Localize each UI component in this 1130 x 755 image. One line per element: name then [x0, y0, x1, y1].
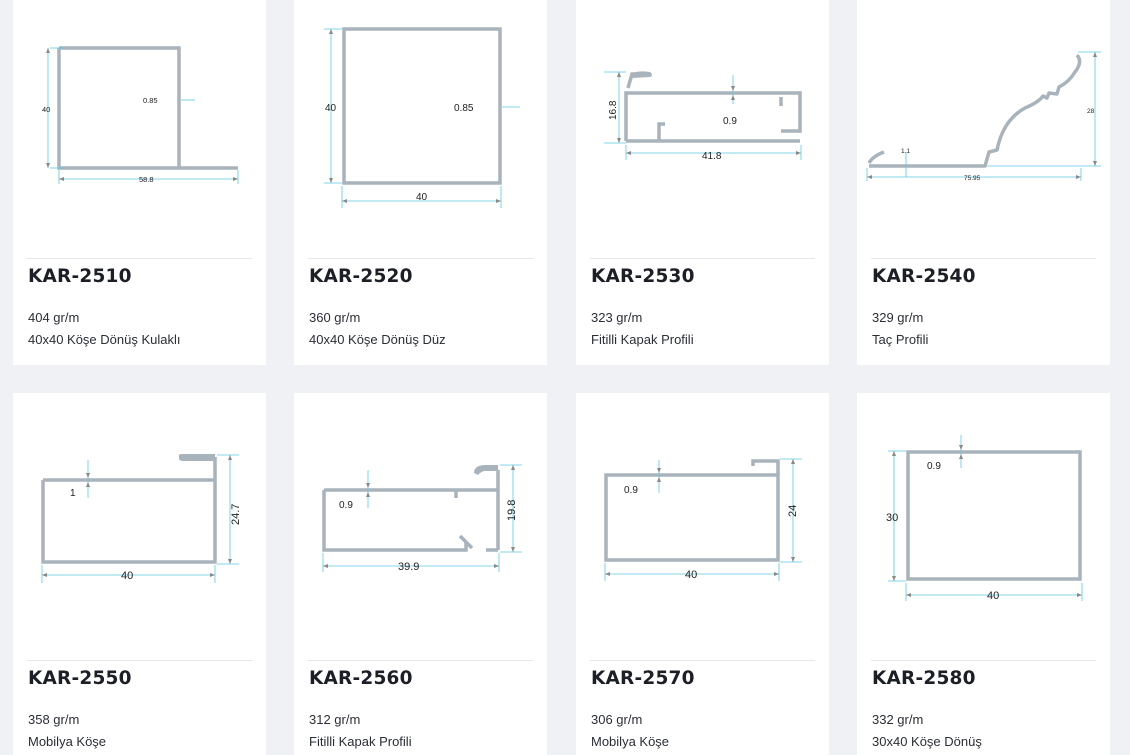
dim-wall: 0.9: [927, 461, 941, 472]
product-code[interactable]: KAR-2570: [591, 668, 695, 689]
product-weight: 332 gr/m: [872, 712, 924, 727]
profile-drawing-kar-2570: 0.9 24 40: [604, 458, 802, 581]
profile-drawing-kar-2550: 1 24.7 40: [41, 454, 242, 583]
product-code[interactable]: KAR-2520: [309, 266, 413, 287]
profile-drawing-kar-2520: 40 0.85 40: [324, 27, 520, 208]
dim-wall: 0.85: [454, 103, 474, 114]
profile-drawing-kar-2510: 40 0.85 58.8: [42, 46, 239, 184]
product-weight: 312 gr/m: [309, 712, 361, 727]
dim-height: 30: [886, 512, 898, 524]
dim-width: 40: [121, 570, 133, 582]
dim-wall: 0.85: [143, 96, 158, 105]
card-divider: [308, 660, 533, 661]
dim-height: 40: [42, 105, 50, 114]
dim-height: 24: [787, 505, 799, 517]
card-divider: [590, 258, 815, 259]
product-card-kar-2510[interactable]: 40 0.85 58.8 KAR-2510 404 gr/m 40x40 Köş…: [13, 0, 266, 365]
dim-width: 58.8: [139, 175, 154, 184]
dim-wall: 1: [70, 488, 76, 499]
product-card-kar-2570[interactable]: 0.9 24 40 KAR-2570 306 gr/m Mobilya Köşe: [576, 393, 829, 755]
product-card-kar-2530[interactable]: 16.8 0.9 41.8 KAR-2530 323 gr/m Fitilli …: [576, 0, 829, 365]
dim-width: 40: [685, 569, 697, 581]
product-description: Taç Profili: [872, 332, 929, 347]
product-code[interactable]: KAR-2540: [872, 266, 976, 287]
profile-drawing-kar-2540: 1.1 28 75.95: [866, 51, 1101, 182]
dim-width: 40: [987, 590, 999, 602]
product-description: 30x40 Köşe Dönüş: [872, 734, 982, 749]
product-weight: 306 gr/m: [591, 712, 643, 727]
product-weight: 360 gr/m: [309, 310, 361, 325]
product-card-kar-2560[interactable]: 0.9 19.8 39.9 KAR-2560 312 gr/m Fitilli …: [294, 393, 547, 755]
product-code[interactable]: KAR-2580: [872, 668, 976, 689]
dim-width: 75.95: [964, 175, 981, 182]
product-code[interactable]: KAR-2550: [28, 668, 132, 689]
product-description: 40x40 Köşe Dönüş Kulaklı: [28, 332, 181, 347]
dim-height: 16.8: [608, 100, 619, 120]
dim-height: 19.8: [506, 500, 518, 521]
product-description: 40x40 Köşe Dönüş Düz: [309, 332, 446, 347]
dim-wall: 0.9: [723, 116, 737, 127]
product-description: Mobilya Köşe: [591, 734, 670, 749]
card-divider: [590, 660, 815, 661]
product-card-kar-2550[interactable]: 1 24.7 40 KAR-2550 358 gr/m Mobilya Köşe: [13, 393, 266, 755]
product-description: Fitilli Kapak Profili: [591, 332, 694, 347]
product-description: Fitilli Kapak Profili: [309, 734, 412, 749]
dim-wall: 0.9: [624, 485, 638, 496]
product-card-kar-2580[interactable]: 0.9 30 40 KAR-2580 332 gr/m 30x40 Köşe D…: [857, 393, 1110, 755]
dim-width: 39.9: [398, 561, 419, 573]
card-divider: [871, 660, 1096, 661]
dim-wall: 1.1: [901, 148, 910, 155]
card-divider: [27, 258, 252, 259]
product-card-kar-2540[interactable]: 1.1 28 75.95 KAR-2540 329 gr/m Taç Profi…: [857, 0, 1110, 365]
card-divider: [27, 660, 252, 661]
dim-width: 40: [416, 192, 428, 203]
product-weight: 323 gr/m: [591, 310, 643, 325]
dim-wall: 0.9: [339, 500, 353, 511]
product-card-kar-2520[interactable]: 40 0.85 40 KAR-2520 360 gr/m 40x40 Köşe …: [294, 0, 547, 365]
profile-drawing-kar-2580: 0.9 30 40: [886, 435, 1083, 602]
card-divider: [308, 258, 533, 259]
product-code[interactable]: KAR-2560: [309, 668, 413, 689]
product-weight: 358 gr/m: [28, 712, 80, 727]
product-code[interactable]: KAR-2510: [28, 266, 132, 287]
card-divider: [871, 258, 1096, 259]
product-weight: 404 gr/m: [28, 310, 80, 325]
profile-drawing-kar-2560: 0.9 19.8 39.9: [322, 464, 522, 573]
profile-drawing-kar-2530: 16.8 0.9 41.8: [604, 71, 802, 162]
dim-width: 41.8: [702, 151, 722, 162]
dim-height: 24.7: [230, 504, 242, 525]
product-weight: 329 gr/m: [872, 310, 924, 325]
dim-height: 28: [1087, 108, 1095, 115]
dim-height: 40: [325, 103, 337, 114]
product-code[interactable]: KAR-2530: [591, 266, 695, 287]
product-description: Mobilya Köşe: [28, 734, 107, 749]
